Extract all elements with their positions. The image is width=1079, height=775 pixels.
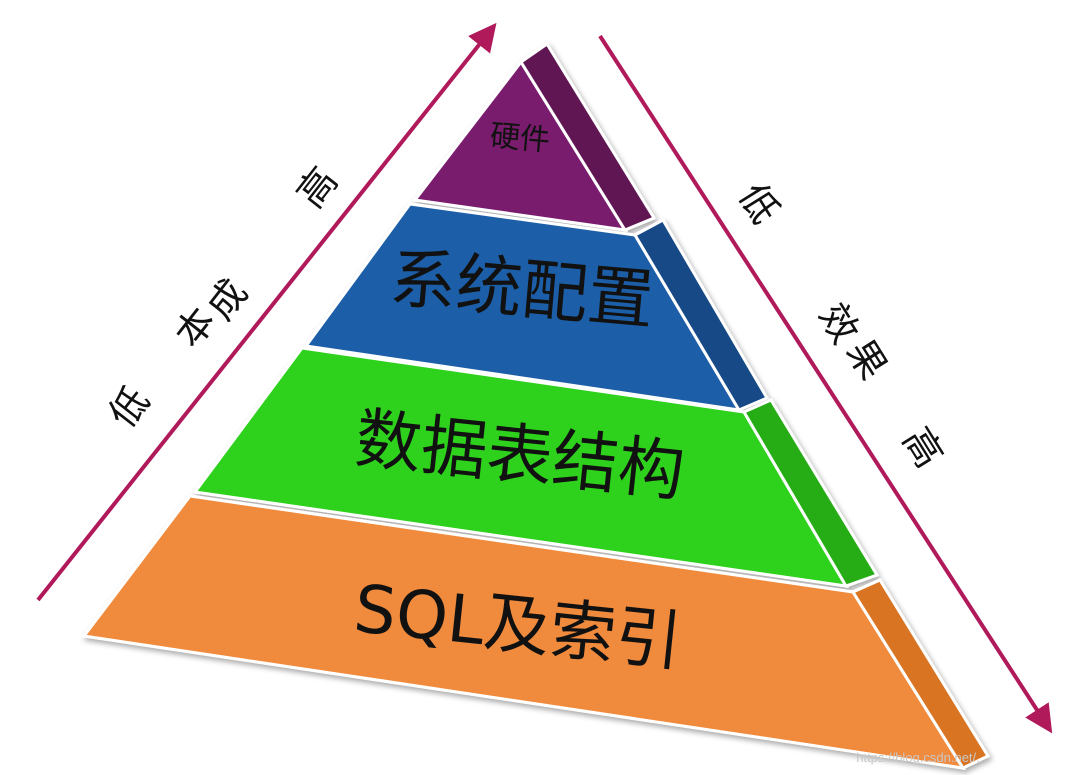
effect-axis-label: 效 果: [810, 296, 895, 388]
layer-table-structure-side: [741, 398, 880, 588]
effect-axis-high-label: 低: [730, 176, 787, 232]
layer-hardware-side: [518, 41, 657, 232]
layer-hardware-label: 硬件: [489, 118, 552, 158]
layer-sql-index-side: [850, 578, 991, 770]
cost-axis-low-label: 低: [100, 379, 158, 436]
cost-axis-high-label: 高: [288, 159, 346, 216]
cost-axis-arrow: [36, 22, 497, 602]
effect-axis-low-label: 高: [894, 420, 951, 476]
layer-system-config-side: [632, 217, 770, 412]
effect-axis-arrow: [598, 34, 1053, 734]
watermark: https://blog.csdn.net/...: [856, 750, 987, 765]
